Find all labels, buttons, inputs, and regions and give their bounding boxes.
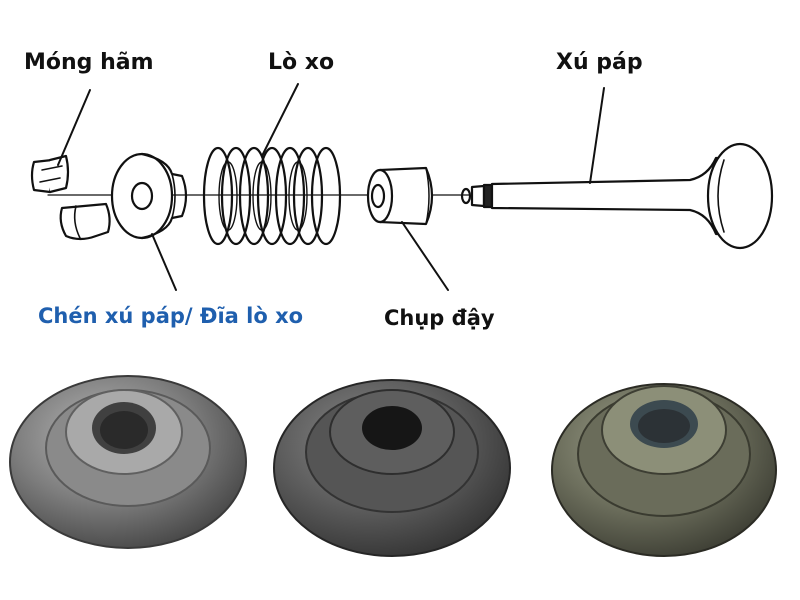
leader-chup-day bbox=[401, 221, 449, 291]
retainer-photo-2 bbox=[273, 379, 511, 557]
retainer-photo-3 bbox=[551, 383, 777, 557]
leader-mong-ham bbox=[57, 89, 91, 166]
label-chup-day: Chụp đậy bbox=[384, 306, 495, 330]
valve-keeper-part bbox=[30, 154, 111, 241]
valve-part bbox=[460, 142, 774, 250]
label-xu-pap: Xú páp bbox=[556, 50, 643, 75]
label-lo-xo: Lò xo bbox=[268, 50, 335, 75]
valve-cap-part bbox=[366, 166, 434, 226]
label-chen-xu-pap: Chén xú páp/ Đĩa lò xo bbox=[38, 304, 304, 328]
retainer-photo-1 bbox=[9, 375, 247, 549]
label-mong-ham: Móng hãm bbox=[24, 50, 154, 75]
spring-retainer-part bbox=[110, 152, 188, 240]
coil-spring-part bbox=[202, 146, 342, 246]
line-art bbox=[30, 83, 774, 291]
leader-lo-xo bbox=[261, 83, 299, 157]
leader-chen bbox=[151, 233, 177, 291]
leader-xu-pap bbox=[589, 87, 605, 184]
